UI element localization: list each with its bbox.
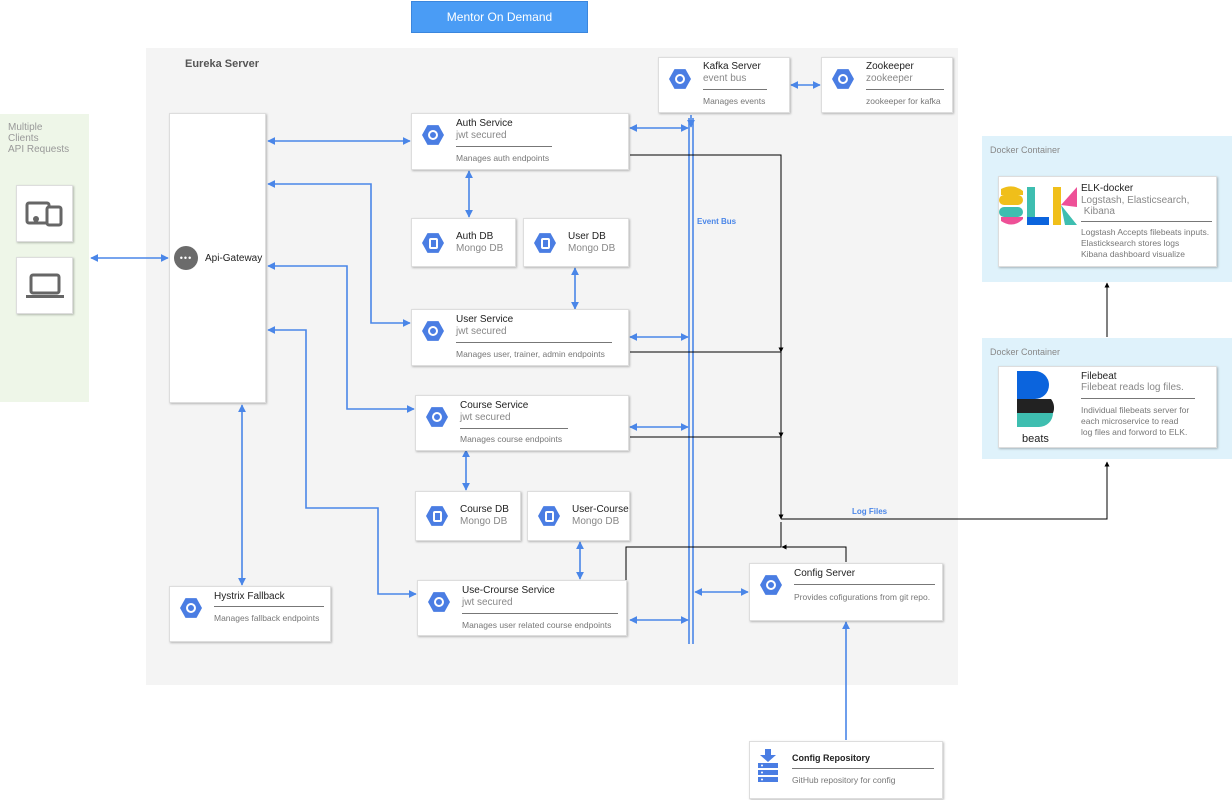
zookeeper-desc: zookeeper for kafka [866, 96, 941, 106]
gateway-icon: ••• [174, 246, 198, 270]
service-icon [669, 69, 691, 89]
filebeat-desc: Individual filebeats server for each mic… [1081, 405, 1190, 437]
hystrix-fallback-card[interactable]: Hystrix Fallback Manages fallback endpoi… [169, 586, 331, 642]
config-server-card[interactable]: Config Server Provides cofigurations fro… [749, 563, 943, 621]
divider [866, 89, 944, 90]
divider [214, 606, 324, 607]
filebeat-title: Filebeat [1081, 371, 1117, 382]
database-icon [426, 506, 448, 526]
hystrix-desc: Manages fallback endpoints [214, 613, 320, 623]
api-gateway-label: Api-Gateway [205, 253, 263, 264]
divider [1081, 398, 1195, 399]
elk-desc: Logstash Accepts filebeats inputs. Elast… [1081, 227, 1210, 259]
filebeat-card[interactable]: beats Filebeat Filebeat reads log files.… [998, 366, 1217, 448]
diagram-title: Mentor On Demand [411, 1, 588, 33]
kafka-title: Kafka Server [703, 61, 761, 72]
auth-service-title: Auth Service [456, 118, 513, 129]
service-icon [180, 598, 202, 618]
kafka-sub: event bus [703, 73, 747, 84]
clients-label: Multiple Clients API Requests [8, 122, 70, 155]
user-course-db-sub: Mongo DB [572, 516, 620, 527]
auth-service-desc: Manages auth endpoints [456, 153, 550, 163]
repository-icon [757, 749, 779, 783]
divider [794, 584, 935, 585]
service-icon [426, 407, 448, 427]
user-db-sub: Mongo DB [568, 243, 616, 254]
config-repo-title: Config Repository [792, 753, 870, 763]
auth-db-title: Auth DB [456, 231, 494, 242]
hystrix-title: Hystrix Fallback [214, 591, 285, 602]
config-server-title: Config Server [794, 568, 856, 579]
divider [703, 89, 767, 90]
elk-docker-card[interactable]: ELK-docker Logstash, Elasticsearch, Kiba… [998, 176, 1217, 267]
divider [456, 146, 552, 147]
elk-sub: Logstash, Elasticsearch, Kibana [1081, 195, 1190, 217]
elk-logo-icon [999, 185, 1079, 227]
beats-logo-icon [1015, 369, 1061, 429]
service-icon [760, 575, 782, 595]
devices-icon [16, 185, 73, 242]
database-icon [422, 233, 444, 253]
config-repository-card[interactable]: Config Repository GitHub repository for … [749, 741, 943, 799]
use-course-service-title: Use-Crourse Service [462, 585, 555, 596]
event-bus-label: Event Bus [697, 217, 737, 226]
user-service-title: User Service [456, 314, 514, 325]
user-course-db-card[interactable]: User-Course Mongo DB [527, 491, 630, 541]
user-service-sub: jwt secured [456, 326, 507, 337]
course-service-title: Course Service [460, 400, 529, 411]
docker-container-label: Docker Container [990, 347, 1061, 357]
docker-container-label: Docker Container [990, 145, 1061, 155]
database-icon [534, 233, 556, 253]
user-course-db-title: User-Course [572, 504, 629, 515]
auth-service-card[interactable]: Auth Service jwt secured Manages auth en… [411, 113, 629, 170]
user-service-desc: Manages user, trainer, admin endpoints [456, 349, 605, 359]
laptop-icon [16, 257, 73, 314]
filebeat-sub: Filebeat reads log files. [1081, 382, 1184, 393]
course-db-sub: Mongo DB [460, 516, 508, 527]
config-repo-desc: GitHub repository for config [792, 775, 896, 785]
user-service-card[interactable]: User Service jwt secured Manages user, t… [411, 309, 629, 366]
course-service-desc: Manages course endpoints [460, 434, 563, 444]
service-icon [422, 321, 444, 341]
use-course-service-desc: Manages user related course endpoints [462, 620, 612, 630]
config-server-desc: Provides cofigurations from git repo. [794, 592, 931, 602]
beats-logo-text: beats [1022, 433, 1049, 445]
eureka-server-title: Eureka Server [185, 58, 259, 70]
divider [792, 768, 934, 769]
log-files-label: Log Files [852, 507, 888, 516]
divider [460, 428, 568, 429]
course-db-card[interactable]: Course DB Mongo DB [415, 491, 521, 541]
use-course-service-card[interactable]: Use-Crourse Service jwt secured Manages … [417, 580, 627, 636]
course-service-sub: jwt secured [460, 412, 511, 423]
divider [456, 342, 612, 343]
use-course-service-sub: jwt secured [462, 597, 513, 608]
course-service-card[interactable]: Course Service jwt secured Manages cours… [415, 395, 629, 451]
elk-title: ELK-docker [1081, 183, 1134, 194]
auth-db-sub: Mongo DB [456, 243, 504, 254]
auth-service-sub: jwt secured [456, 130, 507, 141]
zookeeper-title: Zookeeper [866, 61, 914, 72]
user-db-card[interactable]: User DB Mongo DB [523, 218, 629, 267]
service-icon [428, 592, 450, 612]
database-icon [538, 506, 560, 526]
kafka-desc: Manages events [703, 96, 766, 106]
zookeeper-sub: zookeeper [866, 73, 913, 84]
user-db-title: User DB [568, 231, 606, 242]
service-icon [832, 69, 854, 89]
service-icon [422, 125, 444, 145]
kafka-server-card[interactable]: Kafka Server event bus Manages events [658, 57, 790, 113]
divider [462, 613, 618, 614]
divider [1081, 221, 1212, 222]
course-db-title: Course DB [460, 504, 509, 515]
zookeeper-card[interactable]: Zookeeper zookeeper zookeeper for kafka [821, 57, 953, 113]
auth-db-card[interactable]: Auth DB Mongo DB [411, 218, 516, 267]
